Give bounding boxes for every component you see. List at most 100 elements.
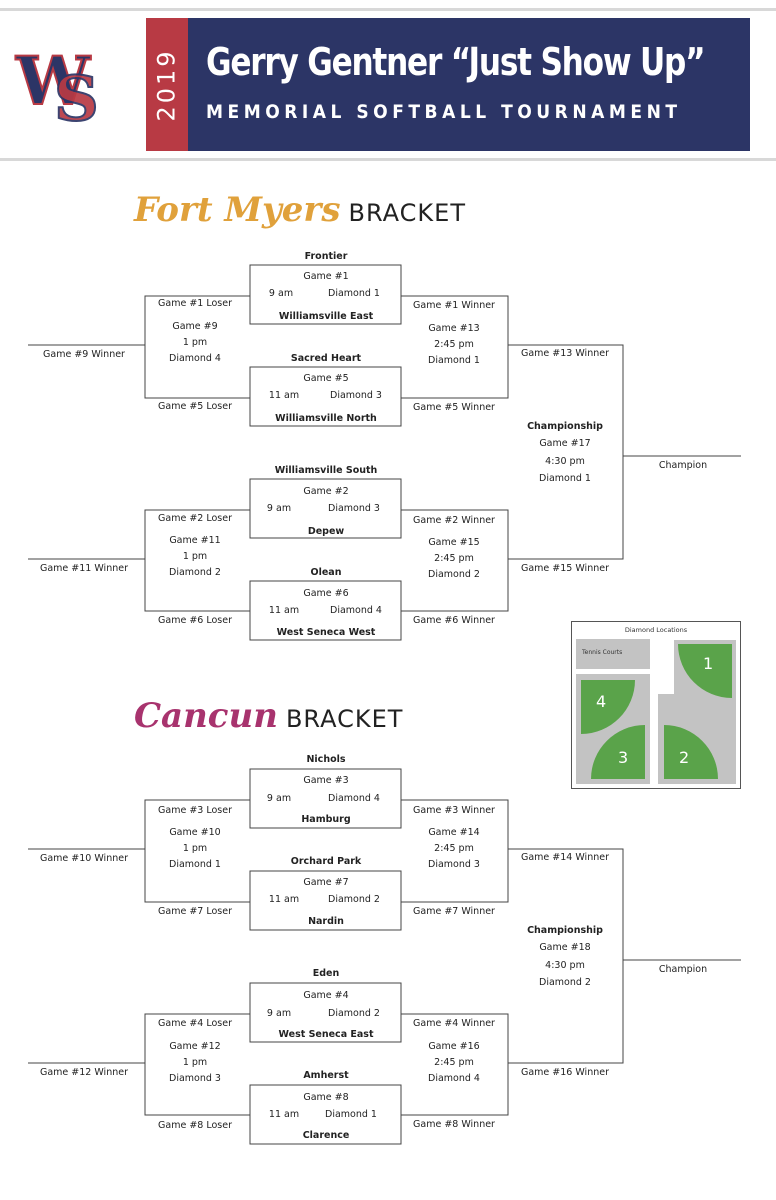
diamond-label-1: 1: [703, 654, 714, 673]
winner-label: Game #5 Winner: [413, 402, 495, 413]
team-name: Williamsville South: [274, 465, 378, 476]
winner-label: Game #16 Winner: [521, 1067, 609, 1078]
game-number: Game #12: [169, 1041, 221, 1052]
winner-label: Game #9 Winner: [43, 349, 125, 360]
ws-logo: W S: [14, 41, 100, 128]
game-number: Game #15: [428, 537, 480, 548]
game-number: Game #17: [539, 438, 591, 449]
game-time: 9 am: [268, 288, 294, 299]
game-diamond: Diamond 1: [328, 288, 380, 299]
bracket-word: BRACKET: [285, 705, 404, 733]
title-banner: [146, 18, 750, 151]
game-diamond: Diamond 2: [539, 977, 591, 988]
championship-bracket: [508, 848, 624, 1064]
loser-label: Game #2 Loser: [158, 513, 232, 524]
team-name: Orchard Park: [290, 856, 362, 867]
diamond-field-1: [678, 644, 732, 698]
consolation-bracket: [144, 509, 250, 612]
winner-label: Game #3 Winner: [413, 805, 495, 816]
game-diamond: Diamond 1: [169, 859, 221, 870]
game-diamond: Diamond 3: [428, 859, 480, 870]
diamond-fields: [576, 640, 736, 784]
winner-label: Game #4 Winner: [413, 1018, 495, 1029]
team-name: Amherst: [303, 1070, 349, 1081]
loser-label: Game #5 Loser: [158, 401, 232, 412]
game-box: [249, 870, 402, 931]
game-number: Game #13: [428, 323, 480, 334]
game-number: Game #4: [303, 990, 349, 1001]
game-time: 1 pm: [182, 1057, 208, 1068]
team-name: Williamsville North: [275, 413, 377, 424]
game-number: Game #5: [303, 373, 349, 384]
header-bottom-rule: [0, 158, 776, 161]
winner-label: Game #2 Winner: [413, 515, 495, 526]
team-name: Frontier: [304, 251, 348, 262]
bracket-word: BRACKET: [348, 199, 466, 227]
game-time: 11 am: [268, 390, 300, 401]
game-diamond: Diamond 2: [169, 567, 221, 578]
game-number: Game #10: [169, 827, 221, 838]
winner-label: Game #13 Winner: [521, 348, 609, 359]
game-box: [249, 982, 402, 1043]
winner-label: Game #6 Winner: [413, 615, 495, 626]
team-name: Nichols: [306, 754, 346, 765]
game-time: 2:45 pm: [434, 339, 474, 350]
winner-label: Game #12 Winner: [40, 1067, 128, 1078]
championship-label: Championship: [527, 925, 603, 936]
winner-label: Game #10 Winner: [40, 853, 128, 864]
team-name: West Seneca West: [276, 627, 376, 638]
loser-label: Game #8 Loser: [158, 1120, 232, 1131]
team-name: Hamburg: [301, 814, 351, 825]
tournament-title: Gerry Gentner “Just Show Up”: [206, 40, 706, 84]
year-bar: [146, 18, 188, 151]
consolation-bracket: [144, 1013, 250, 1116]
consolation-bracket: [144, 799, 250, 903]
loser-label: Game #4 Loser: [158, 1018, 232, 1029]
game-time: 4:30 pm: [545, 456, 585, 467]
game-diamond: Diamond 4: [428, 1073, 480, 1084]
bracket-name: Fort Myers: [134, 190, 341, 230]
diamond-label-4: 4: [596, 692, 607, 711]
game-number: Game #7: [303, 877, 349, 888]
game-diamond: Diamond 2: [328, 1008, 380, 1019]
game-time: 1 pm: [182, 337, 208, 348]
loser-label: Game #1 Loser: [158, 298, 232, 309]
game-box: [249, 768, 402, 829]
game-diamond: Diamond 1: [539, 473, 591, 484]
championship-label: Championship: [527, 421, 603, 432]
game-time: 1 pm: [182, 551, 208, 562]
game-time: 2:45 pm: [434, 843, 474, 854]
game-time: 9 am: [266, 793, 292, 804]
game-diamond: Diamond 1: [325, 1109, 377, 1120]
game-diamond: Diamond 2: [328, 894, 380, 905]
game-time: 11 am: [268, 894, 300, 905]
game-time: 1 pm: [182, 843, 208, 854]
bracket-name: Cancun: [134, 696, 278, 736]
loser-label: Game #3 Loser: [158, 805, 232, 816]
map-title: Diamond Locations: [624, 626, 688, 634]
semifinal-bracket: [401, 799, 509, 903]
game-time: 9 am: [266, 503, 292, 514]
semifinal-bracket: [401, 509, 509, 612]
game-time: 4:30 pm: [545, 960, 585, 971]
game-diamond: Diamond 3: [328, 503, 380, 514]
champion-label: Champion: [658, 460, 708, 471]
team-name: West Seneca East: [278, 1029, 374, 1040]
cancun-bracket-lines: [28, 768, 741, 1145]
game-diamond: Diamond 4: [169, 353, 221, 364]
team-name: Depew: [307, 526, 345, 537]
winner-label: Game #15 Winner: [521, 563, 609, 574]
winner-label: Game #7 Winner: [413, 906, 495, 917]
game-number: Game #18: [539, 942, 591, 953]
champion-label: Champion: [658, 964, 708, 975]
diamond-label-3: 3: [618, 748, 629, 767]
game-box: [249, 478, 402, 539]
svg-text:S: S: [54, 62, 99, 128]
winner-label: Game #14 Winner: [521, 852, 609, 863]
team-name: Sacred Heart: [290, 353, 362, 364]
fort-myers-bracket-lines: [28, 264, 741, 641]
team-name: Nardin: [308, 916, 344, 927]
